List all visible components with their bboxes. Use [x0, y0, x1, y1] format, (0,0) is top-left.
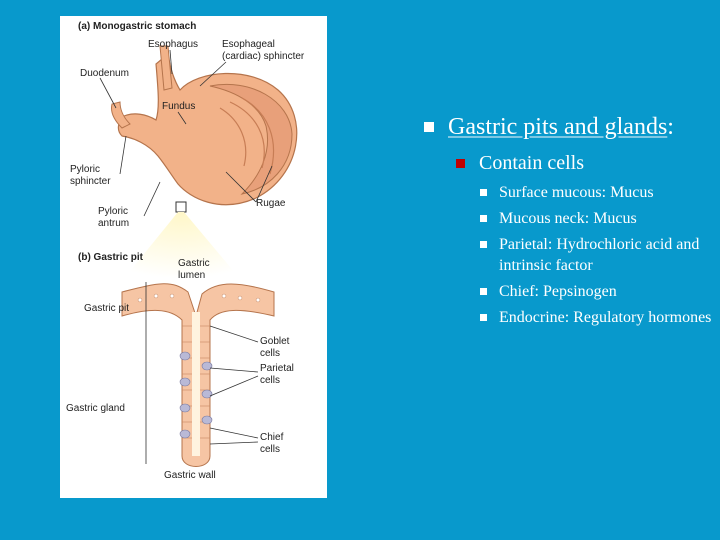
slide-bullets: Gastric pits and glands: Contain cells S… — [424, 112, 714, 333]
sub-text: Contain cells — [479, 152, 584, 174]
list-item-text: Mucous neck: Mucus — [499, 210, 637, 227]
stomach-figure: (a) Monogastric stomach Esophagus Esopha… — [60, 16, 327, 498]
list-item-text: Endocrine: Regulatory hormones — [499, 309, 712, 326]
square-bullet-icon — [480, 288, 487, 295]
list-item: Mucous neck: Mucus — [480, 208, 714, 229]
label-parietal-2: cells — [260, 375, 280, 386]
heading-text: Gastric pits and glands: — [448, 112, 674, 142]
list-item-text: Parietal: Hydrochloric acid and intrinsi… — [499, 236, 700, 274]
label-pyloric-antrum-2: antrum — [98, 218, 129, 229]
leader-lines-a — [99, 49, 273, 217]
label-pyloric-sphincter-2: sphincter — [70, 176, 111, 187]
esophagus-tube — [159, 45, 173, 91]
heading-suffix: : — [667, 114, 674, 140]
label-chief-2: cells — [260, 444, 280, 455]
square-bullet-icon — [456, 159, 465, 168]
label-sphincter-2: (cardiac) sphincter — [222, 51, 305, 62]
rugae-folds — [219, 97, 275, 175]
part-b-title: (b) Gastric pit — [78, 252, 144, 263]
parietal-cells — [179, 351, 213, 439]
list-item-text: Chief: Pepsinogen — [499, 283, 617, 300]
label-rugae: Rugae — [256, 198, 286, 209]
label-duodenum: Duodenum — [80, 68, 129, 79]
square-bullet-icon — [480, 189, 487, 196]
cell-type-list: Surface mucous: Mucus Mucous neck: Mucus… — [480, 182, 714, 328]
label-gastric-lumen-1: Gastric — [178, 258, 210, 269]
label-goblet-1: Goblet — [260, 336, 290, 347]
list-item: Endocrine: Regulatory hormones — [480, 307, 714, 328]
label-fundus: Fundus — [162, 101, 195, 112]
label-pyloric-sphincter-1: Pyloric — [70, 164, 100, 175]
goblet-cells — [137, 293, 261, 303]
label-gastric-wall: Gastric wall — [164, 470, 216, 481]
label-esophagus: Esophagus — [148, 39, 198, 50]
square-bullet-icon — [480, 215, 487, 222]
square-bullet-icon — [480, 241, 487, 248]
list-item: Surface mucous: Mucus — [480, 182, 714, 203]
label-goblet-2: cells — [260, 348, 280, 359]
square-bullet-icon — [480, 314, 487, 321]
label-gastric-gland: Gastric gland — [66, 403, 125, 414]
list-item: Parietal: Hydrochloric acid and intrinsi… — [480, 234, 714, 276]
label-sphincter-1: Esophageal — [222, 39, 275, 50]
heading-main: Gastric pits and glands — [448, 114, 668, 140]
bullet-heading: Gastric pits and glands: — [424, 112, 714, 142]
label-pyloric-antrum-1: Pyloric — [98, 206, 128, 217]
label-parietal-1: Parietal — [260, 363, 294, 374]
square-bullet-icon — [424, 122, 434, 132]
list-item: Chief: Pepsinogen — [480, 281, 714, 302]
label-gastric-pit: Gastric pit — [84, 303, 129, 314]
bullet-sub: Contain cells — [456, 150, 714, 176]
leader-lines-b — [209, 325, 259, 445]
duodenum-tube — [111, 101, 131, 129]
part-a-title: (a) Monogastric stomach — [78, 21, 196, 32]
stomach-illustration: (a) Monogastric stomach Esophagus Esopha… — [66, 21, 305, 481]
list-item-text: Surface mucous: Mucus — [499, 184, 654, 201]
label-chief-1: Chief — [260, 432, 284, 443]
gland-lumen — [192, 312, 200, 456]
magnify-box — [175, 201, 187, 213]
label-gastric-lumen-2: lumen — [178, 270, 205, 281]
magnify-beam — [118, 212, 246, 286]
